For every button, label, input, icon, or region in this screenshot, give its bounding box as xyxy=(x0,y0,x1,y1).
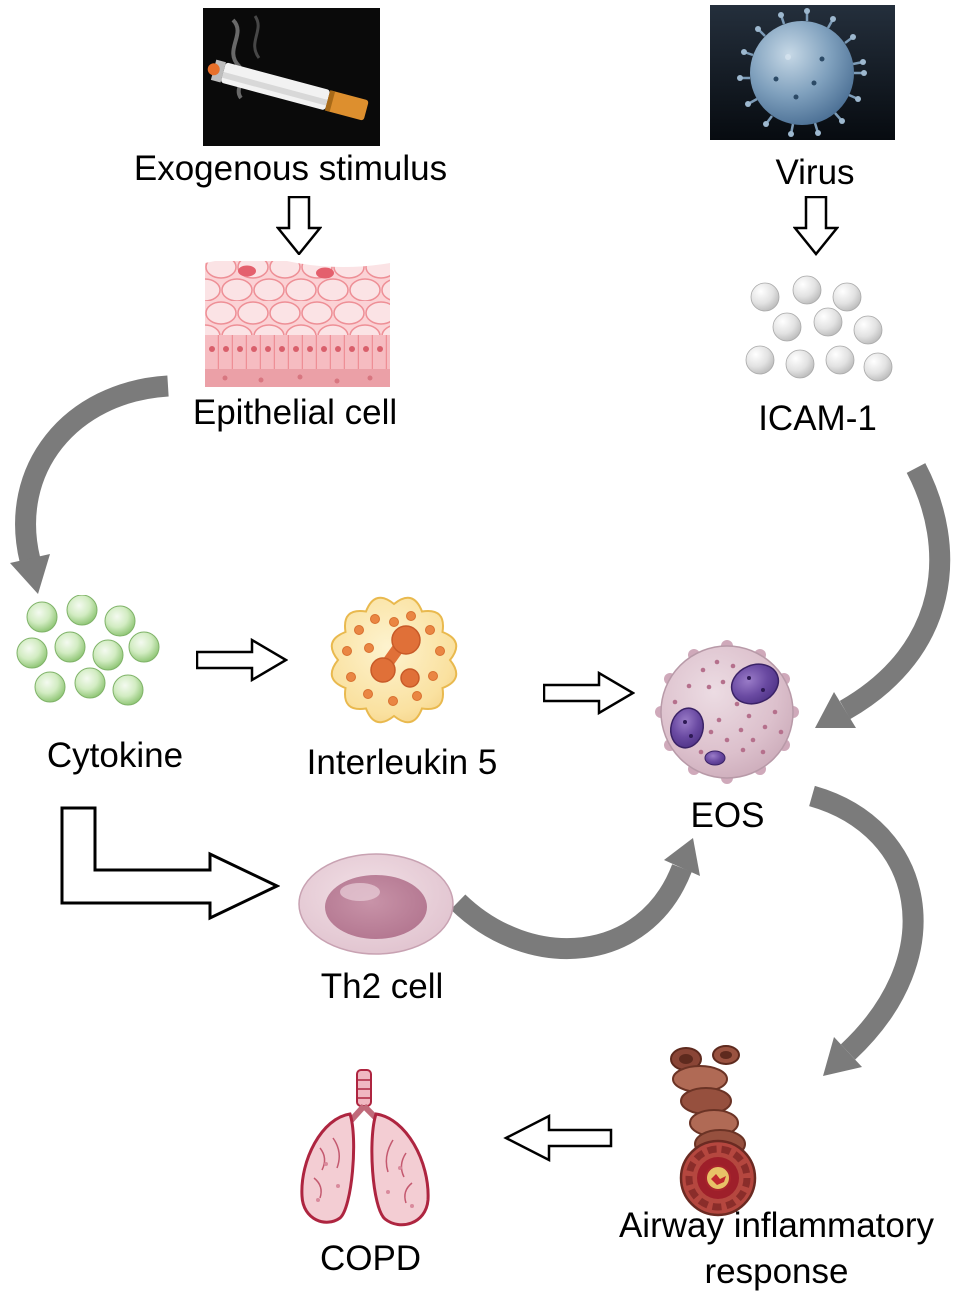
epithelial-tissue-image xyxy=(205,255,390,387)
th2-label: Th2 cell xyxy=(320,967,444,1006)
arrow-epithelial-to-cytokine xyxy=(15,375,169,563)
epithelial-cell-label: Epithelial cell xyxy=(192,393,398,432)
icam1-label: ICAM-1 xyxy=(758,399,877,438)
arrow-cytokine-to-th2 xyxy=(60,806,280,921)
arrow-cytokine-to-il5 xyxy=(196,637,288,683)
cytokine-label: Cytokine xyxy=(46,736,184,775)
copd-label: COPD xyxy=(319,1239,422,1278)
airway-response-label-line1: Airway inflammatory xyxy=(618,1206,935,1245)
airway-response-label-line2: response xyxy=(704,1251,849,1291)
arrow-icam1-to-eos xyxy=(839,463,951,720)
arrow-virus-to-icam1 xyxy=(793,196,839,256)
cigarette-smoke-image xyxy=(203,8,380,146)
virus-label: Virus xyxy=(775,153,855,192)
arrow-th2-to-eos xyxy=(450,863,692,960)
green-molecule-cluster-image xyxy=(16,595,160,706)
exogenous-stimulus-label: Exogenous stimulus xyxy=(133,149,448,188)
inflamed-airway-image xyxy=(670,1045,757,1217)
arrow-airway-to-copd xyxy=(503,1113,613,1163)
airway-response-label: Airway inflammatory response xyxy=(578,1203,975,1294)
eosinophil-cell-image xyxy=(655,640,799,784)
interleukin5-label: Interleukin 5 xyxy=(306,743,498,782)
arrow-eos-to-airway xyxy=(808,785,924,1060)
arrow-exogenous-to-epithelial xyxy=(276,196,322,256)
virus-particle-image xyxy=(710,5,895,140)
lungs-image xyxy=(300,1069,430,1227)
eos-label: EOS xyxy=(690,796,765,835)
arrow-il5-to-eos xyxy=(543,670,635,716)
th2-cell-image xyxy=(298,853,454,955)
gray-molecule-cluster-image xyxy=(745,275,893,382)
interleukin5-cell-image xyxy=(330,596,458,724)
